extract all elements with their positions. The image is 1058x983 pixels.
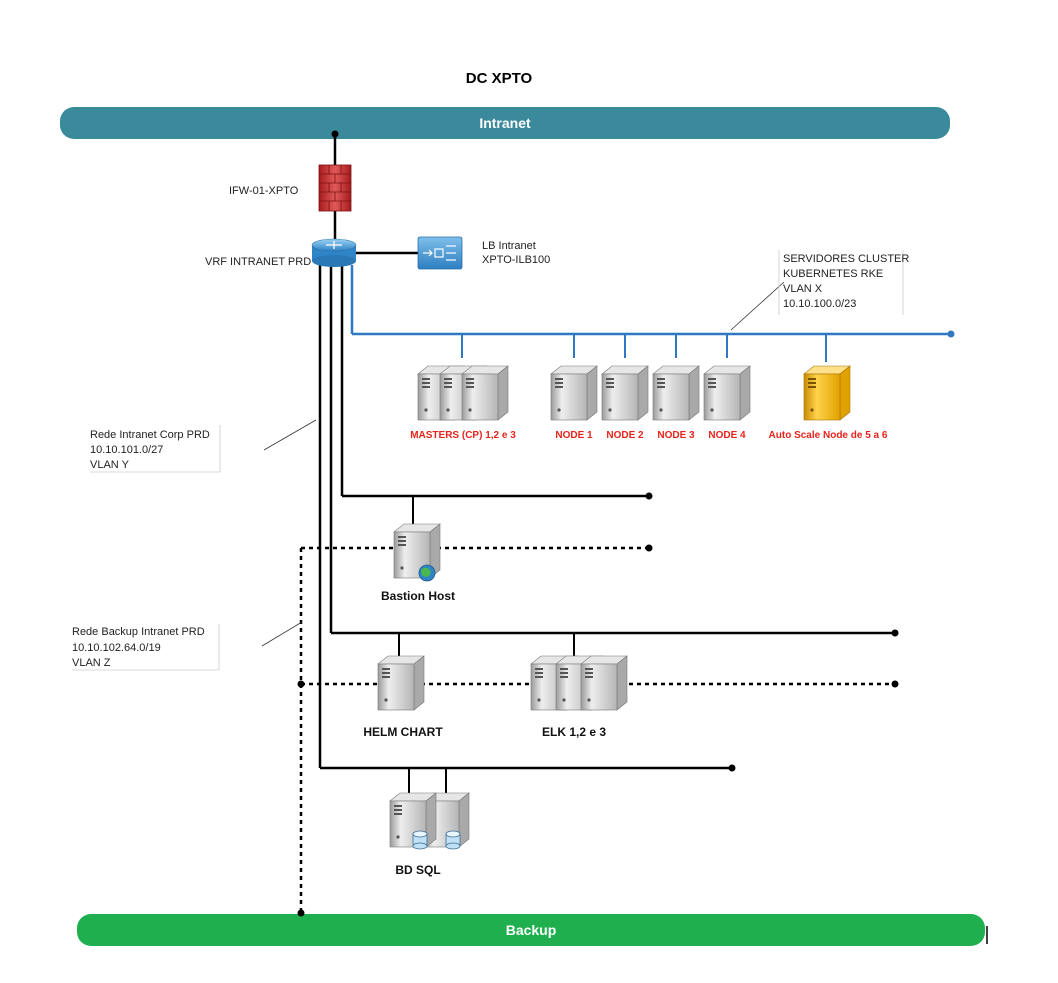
- bastion-server-icon: [393, 523, 441, 582]
- backup-note-line-2: 10.10.102.64.0/19: [72, 642, 161, 654]
- corp-network-note: Rede Intranet Corp PRD 10.10.101.0/27 VL…: [90, 425, 221, 473]
- backup-note-line-3: VLAN Z: [72, 657, 111, 669]
- node4-server-icon: [703, 365, 751, 421]
- lb-label-line1: LB Intranet: [482, 240, 536, 252]
- firewall-label: IFW-01-XPTO: [229, 185, 299, 197]
- node3-server-icon: [652, 365, 700, 421]
- cluster-note-callout: [730, 281, 785, 331]
- corp-helm-elk-end-dot: [891, 629, 899, 637]
- cluster-note-line-2: KUBERNETES RKE: [783, 268, 883, 280]
- backup-helm-start-dot: [297, 680, 305, 688]
- router-icon: [311, 238, 357, 267]
- intranet-connector-dot: [331, 130, 339, 138]
- masters-servers: [417, 365, 509, 421]
- cluster-note: SERVIDORES CLUSTER KUBERNETES RKE VLAN X…: [778, 250, 909, 315]
- elk-label: ELK 1,2 e 3: [542, 725, 606, 739]
- backup-helm-elk-end-dot: [891, 680, 899, 688]
- master-server-3-icon: [461, 365, 509, 421]
- autoscale-server-icon: [803, 365, 851, 421]
- elk-server-3-icon: [580, 655, 628, 711]
- backup-bastion-end-dot: [645, 544, 653, 552]
- backup-bar-label: Backup: [506, 922, 557, 938]
- backup-bar: Backup: [77, 914, 988, 946]
- database-2-icon: [445, 830, 461, 850]
- database-1-icon: [412, 830, 428, 850]
- node2-label: NODE 2: [606, 430, 644, 441]
- helm-label: HELM CHART: [363, 725, 443, 739]
- corp-note-line-3: VLAN Y: [90, 459, 130, 471]
- node4-label: NODE 4: [708, 430, 746, 441]
- corp-note-callout: [263, 419, 317, 451]
- node1-label: NODE 1: [555, 430, 593, 441]
- backup-note-line-1: Rede Backup Intranet PRD: [72, 626, 205, 638]
- firewall-icon: [318, 164, 352, 212]
- masters-label: MASTERS (CP) 1,2 e 3: [410, 430, 516, 441]
- lb-label-line2: XPTO-ILB100: [482, 254, 550, 266]
- corp-bastion-end-dot: [645, 492, 653, 500]
- node2-server-icon: [601, 365, 649, 421]
- load-balancer-icon: [417, 236, 463, 270]
- intranet-bar-label: Intranet: [479, 115, 531, 131]
- corp-db-end-dot: [728, 764, 736, 772]
- backup-bar-connector-dot: [297, 909, 305, 917]
- bastion-label: Bastion Host: [381, 589, 455, 603]
- cluster-note-line-1: SERVIDORES CLUSTER: [783, 253, 909, 265]
- elk-servers: [530, 655, 628, 711]
- bdsql-label: BD SQL: [395, 863, 440, 877]
- helm-server-icon: [377, 655, 425, 711]
- cluster-note-line-3: VLAN X: [783, 283, 823, 295]
- autoscale-label: Auto Scale Node de 5 a 6: [769, 430, 888, 441]
- corp-note-line-1: Rede Intranet Corp PRD: [90, 429, 210, 441]
- diagram-title: DC XPTO: [466, 70, 533, 87]
- connections: [261, 130, 955, 917]
- cluster-note-line-4: 10.10.100.0/23: [783, 298, 856, 310]
- backup-network-note: Rede Backup Intranet PRD 10.10.102.64.0/…: [72, 624, 220, 671]
- node3-label: NODE 3: [657, 430, 695, 441]
- backup-note-callout: [261, 621, 303, 647]
- intranet-bar: Intranet: [60, 107, 950, 139]
- corp-note-line-2: 10.10.101.0/27: [90, 444, 163, 456]
- node1-server-icon: [550, 365, 598, 421]
- router-label: VRF INTRANET PRD: [205, 256, 311, 268]
- bdsql-servers: [389, 792, 470, 850]
- vlan-x-end-dot: [947, 330, 955, 338]
